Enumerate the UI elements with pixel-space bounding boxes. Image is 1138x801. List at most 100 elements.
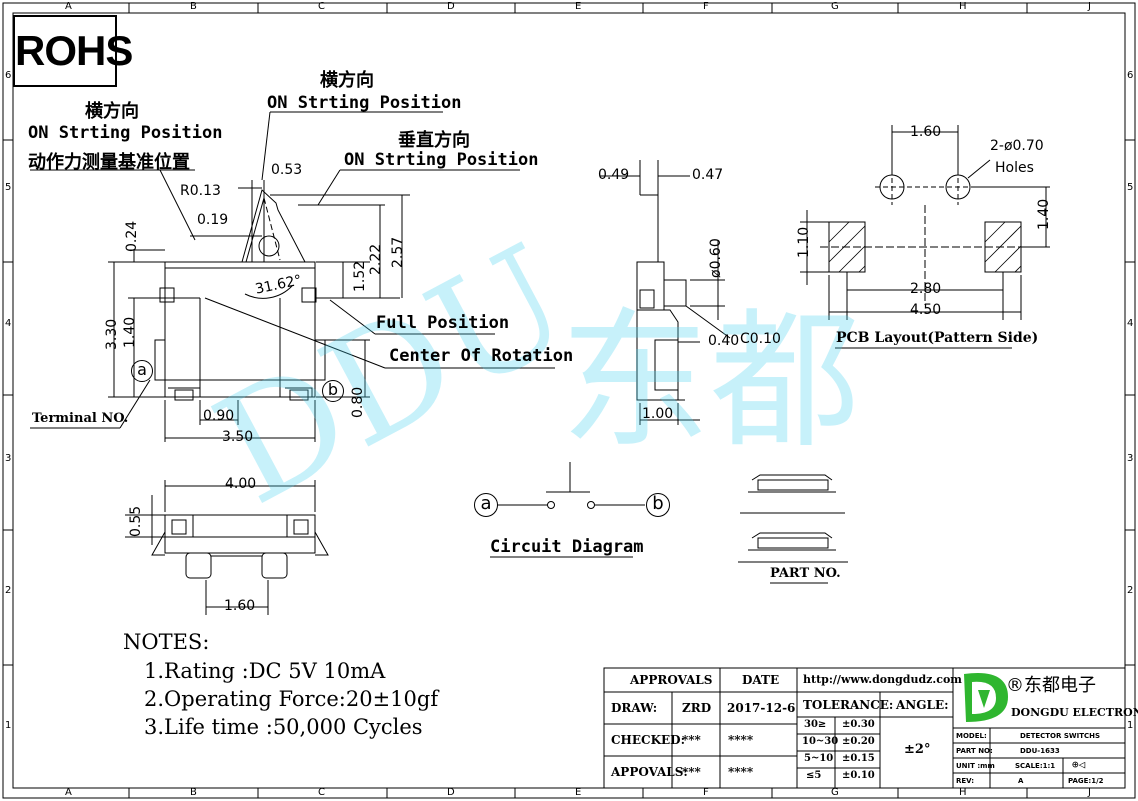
vertical-callout-cn: 垂直方向 — [398, 130, 470, 151]
tb-unit: UNIT :mm — [956, 762, 995, 770]
tb-tol-range: 30≥ — [804, 719, 827, 730]
dim-bottom-055: 0.55 — [128, 505, 144, 537]
dim-pcb-160: 1.60 — [910, 124, 942, 140]
dim-pcb-140: 1.40 — [1036, 198, 1052, 230]
dim-350: 3.50 — [222, 429, 254, 445]
dim-152: 1.52 — [352, 260, 368, 292]
zone-col-label: A — [65, 1, 72, 12]
zone-row-label: 5 — [5, 182, 12, 193]
tb-model-value: DETECTOR SWITCHS — [1020, 732, 1101, 740]
zone-ticks — [3, 3, 1135, 798]
notes-title: NOTES: — [123, 630, 210, 654]
dim-024: 0.24 — [124, 220, 140, 252]
bottom-view — [125, 480, 329, 615]
terminal-b-marker: b — [322, 380, 344, 402]
zone-col-label: H — [959, 1, 967, 12]
zone-col-label: B — [190, 1, 197, 12]
tb-company-en: DONGDU ELECTRONICS — [1011, 706, 1138, 719]
zone-row-label: 2 — [1127, 585, 1134, 596]
tb-tol-value: ±0.30 — [842, 719, 875, 730]
tb-date-header: DATE — [742, 673, 780, 687]
tb-tol-value: ±0.10 — [842, 770, 875, 781]
dim-080: 0.80 — [350, 386, 366, 418]
note-item: 2.Operating Force:20±10gf — [144, 687, 439, 711]
zone-row-label: 2 — [5, 585, 12, 596]
zone-row-label: 1 — [5, 720, 12, 731]
watermark-cjk: 东都 — [560, 295, 861, 469]
zone-row-label: 4 — [5, 318, 12, 329]
pcb-layout-title: PCB Layout(Pattern Side) — [836, 330, 1039, 346]
dim-pcb-110: 1.10 — [796, 226, 812, 258]
top-callout-en: ON Strting Position — [267, 93, 462, 113]
terminal-no-label: Terminal NO. — [32, 411, 129, 426]
vertical-callout-en: ON Strting Position — [344, 150, 539, 170]
dim-140: 1.40 — [122, 316, 138, 348]
zone-row-label: 6 — [5, 70, 12, 81]
rohs-badge: ROHS — [13, 15, 133, 87]
zone-col-label: J — [1088, 787, 1091, 798]
zone-col-label: B — [190, 787, 197, 798]
tb-partno-key: PART NO: — [956, 747, 993, 755]
inner-frame — [12, 12, 1126, 789]
top-callout-cn: 横方向 — [320, 70, 374, 91]
tb-tol-value: ±0.15 — [842, 753, 875, 764]
dim-side-047: 0.47 — [692, 167, 724, 183]
tb-rev-key: REV: — [956, 777, 975, 785]
dim-bottom-400: 4.00 — [225, 476, 257, 492]
zone-row-label: 3 — [5, 453, 12, 464]
tb-appovals-label: APPOVALS: — [611, 765, 688, 779]
tb-tol-value: ±0.20 — [842, 736, 875, 747]
zone-col-label: G — [831, 1, 839, 12]
company-logo-icon — [964, 672, 1008, 722]
dim-side-100: 1.00 — [642, 406, 674, 422]
zone-col-label: F — [703, 787, 709, 798]
dim-bottom-160: 1.60 — [224, 598, 256, 614]
tb-partno-value: DDU-1633 — [1020, 747, 1060, 755]
tb-draw-date: 2017-12-6 — [727, 701, 796, 715]
full-position-label: Full Position — [376, 313, 510, 333]
main-switch-view — [30, 111, 555, 442]
dim-pcb-280: 2.80 — [910, 281, 942, 297]
circuit-diagram-title: Circuit Diagram — [490, 537, 644, 557]
zone-col-label: H — [959, 787, 967, 798]
note-item: 1.Rating :DC 5V 10mA — [144, 659, 386, 683]
tb-checked-date: **** — [728, 733, 754, 747]
projection-symbol-icon: ⊕◁ — [1072, 758, 1086, 771]
tb-angle-value: ±2° — [904, 742, 931, 757]
tb-rev-value: A — [1018, 777, 1024, 785]
zone-col-label: D — [447, 1, 455, 12]
pcb-layout — [800, 125, 1050, 349]
dim-r013: R0.13 — [180, 183, 221, 199]
part-no-label: PART NO. — [770, 566, 841, 581]
zone-col-label: F — [703, 1, 709, 12]
tb-page: PAGE:1/2 — [1068, 777, 1104, 785]
zone-col-label: G — [831, 787, 839, 798]
circuit-diagram — [490, 462, 645, 558]
dim-257: 2.57 — [390, 236, 406, 268]
dim-330: 3.30 — [104, 318, 120, 350]
zone-row-label: 6 — [1127, 70, 1134, 81]
terminal-a-marker: a — [131, 360, 153, 382]
center-rotation-label: Center Of Rotation — [389, 346, 574, 366]
tb-approvals-header: APPROVALS — [630, 673, 713, 687]
tb-angle-label: ANGLE: — [896, 698, 949, 712]
part-no-figures — [738, 474, 848, 584]
horizontal-callout-cn: 横方向 — [85, 101, 139, 122]
dim-pcb-450: 4.50 — [910, 302, 942, 318]
tb-checked-by: *** — [682, 733, 701, 747]
circuit-terminal-a: a — [474, 493, 498, 517]
dim-side-040: 0.40 — [708, 333, 740, 349]
force-reference-callout-cn: 动作力测量基准位置 — [28, 152, 190, 173]
zone-row-label: 5 — [1127, 182, 1134, 193]
tb-url: http://www.dongdudz.com — [803, 673, 962, 686]
zone-col-label: A — [65, 787, 72, 798]
pcb-holes-spec: 2-ø0.70 — [990, 138, 1044, 154]
dim-090: 0.90 — [203, 408, 235, 424]
dim-side-c010: C0.10 — [740, 331, 781, 347]
dim-053: 0.53 — [271, 162, 303, 178]
tb-appovals-date: **** — [728, 765, 754, 779]
zone-col-label: D — [447, 787, 455, 798]
tb-model-key: MODEL: — [956, 732, 987, 740]
